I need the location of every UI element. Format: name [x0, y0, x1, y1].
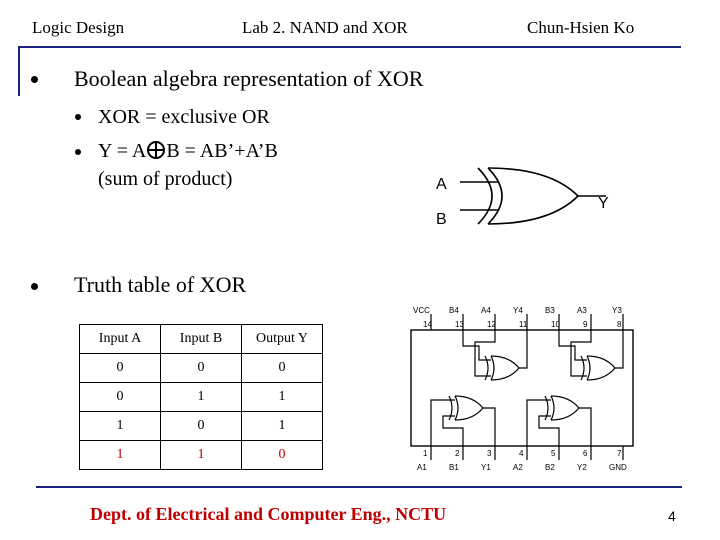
chip-body [410, 329, 634, 447]
table-cell: 1 [79, 440, 161, 470]
sub-bullet-dot [75, 149, 81, 155]
pin-number: 2 [455, 449, 460, 458]
pin-number: 12 [487, 320, 496, 329]
header-rule [18, 46, 681, 48]
header-author: Chun-Hsien Ko [527, 18, 635, 37]
table-cell: 0 [79, 353, 161, 383]
table-cell: 0 [241, 353, 323, 383]
pin-label: Y1 [481, 463, 491, 472]
table-cell: 1 [241, 411, 323, 441]
pin-label: VCC [413, 306, 430, 315]
sub-bullet-xor-equation: Y = A B = AB’+A’B [98, 140, 278, 163]
header-course-title: Logic Design [32, 18, 125, 37]
truth-table-header-row: Input A Input B Output Y [79, 324, 323, 354]
sub-bullet-dot [75, 114, 81, 120]
bullet-dot [31, 76, 38, 83]
table-cell: 1 [160, 382, 242, 412]
sub-bullet-xor-definition: XOR = exclusive OR [98, 106, 270, 128]
chip-gate-3 [558, 330, 624, 381]
truth-table-row: 1 1 0 [79, 440, 323, 470]
table-cell: 0 [160, 411, 242, 441]
column-header: Output Y [241, 324, 323, 354]
chip-gate-4 [462, 330, 528, 381]
bullet-boolean-xor: Boolean algebra representation of XOR [74, 66, 424, 91]
chip-gate-2 [526, 395, 592, 446]
pin-number: 3 [487, 449, 492, 458]
pin-label: Y2 [577, 463, 587, 472]
chip-gate-1 [430, 395, 496, 446]
pin-label: A4 [481, 306, 491, 315]
sum-of-product-note: (sum of product) [98, 168, 233, 190]
footer-department: Dept. of Electrical and Computer Eng., N… [90, 504, 447, 524]
column-header: Input B [160, 324, 242, 354]
table-cell: 0 [79, 382, 161, 412]
pin-number: 9 [583, 320, 588, 329]
pin-number: 10 [551, 320, 560, 329]
pin-label: B4 [449, 306, 459, 315]
table-cell: 1 [160, 440, 242, 470]
pin-label: A3 [577, 306, 587, 315]
table-cell: 1 [79, 411, 161, 441]
xor-gate-diagram: A B Y [436, 167, 609, 228]
table-cell: 0 [160, 353, 242, 383]
pin-label: B3 [545, 306, 555, 315]
pin-label: B2 [545, 463, 555, 472]
pin-number: 4 [519, 449, 524, 458]
column-header: Input A [79, 324, 161, 354]
footer-rule [36, 486, 682, 488]
pin-label: GND [609, 463, 627, 472]
header-lab-title: Lab 2. NAND and XOR [242, 18, 408, 37]
table-cell: 1 [241, 382, 323, 412]
truth-table-row: 1 0 1 [79, 411, 323, 441]
pin-number: 13 [455, 320, 464, 329]
pin-number: 11 [519, 320, 528, 329]
gate-input-a-label: A [436, 176, 447, 193]
bullet-truth-table: Truth table of XOR [74, 272, 247, 297]
pin-number: 8 [617, 320, 622, 329]
equation-prefix: Y = A [98, 140, 147, 162]
gate-input-b-label: B [436, 211, 447, 228]
header-side-rule [18, 46, 20, 96]
pin-label: A1 [417, 463, 427, 472]
truth-table-row: 0 0 0 [79, 353, 323, 383]
pin-number: 5 [551, 449, 556, 458]
truth-table-row: 0 1 1 [79, 382, 323, 412]
gate-output-label: Y [598, 195, 609, 212]
bullet-dot [31, 283, 38, 290]
pin-number: 1 [423, 449, 428, 458]
pin-label: Y3 [612, 306, 622, 315]
page-number: 4 [668, 508, 676, 524]
pin-label: B1 [449, 463, 459, 472]
pin-label: Y4 [513, 306, 523, 315]
xor-chip-pinout-diagram: VCC B4 A4 Y4 B3 A3 Y3 14 13 12 11 10 9 8 [410, 306, 634, 472]
pin-number: 7 [617, 449, 622, 458]
pin-number: 6 [583, 449, 588, 458]
xor-truth-table: Input A Input B Output Y 0 0 0 0 1 1 1 0… [79, 324, 323, 470]
table-cell: 0 [241, 440, 323, 470]
xor-operator-icon [147, 141, 166, 159]
pin-number: 14 [423, 320, 432, 329]
equation-suffix: B = AB’+A’B [166, 140, 278, 162]
pin-label: A2 [513, 463, 523, 472]
